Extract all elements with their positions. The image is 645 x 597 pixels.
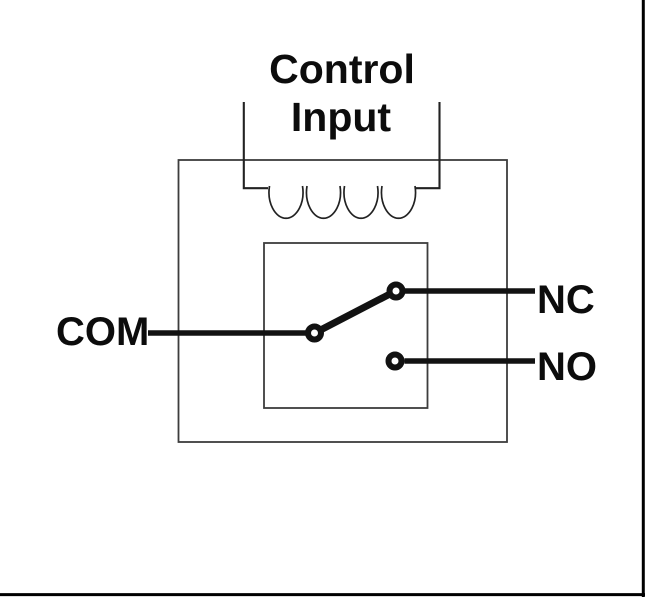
no-contact	[385, 351, 405, 371]
nc-contact	[386, 281, 406, 301]
control-input-label-line2: Input	[291, 94, 392, 140]
control-wire-right	[415, 102, 441, 190]
switch-arm	[318, 291, 392, 333]
coil-windings	[268, 185, 417, 220]
com-label: COM	[56, 310, 149, 354]
com-pivot-contact	[305, 323, 324, 343]
control-input-label-line1: Control	[269, 46, 415, 92]
no-label: NO	[537, 345, 597, 389]
switch-compartment-outline	[263, 242, 429, 409]
nc-label: NC	[537, 278, 595, 322]
control-wire-left	[242, 102, 268, 190]
relay-body-outline	[177, 159, 508, 443]
